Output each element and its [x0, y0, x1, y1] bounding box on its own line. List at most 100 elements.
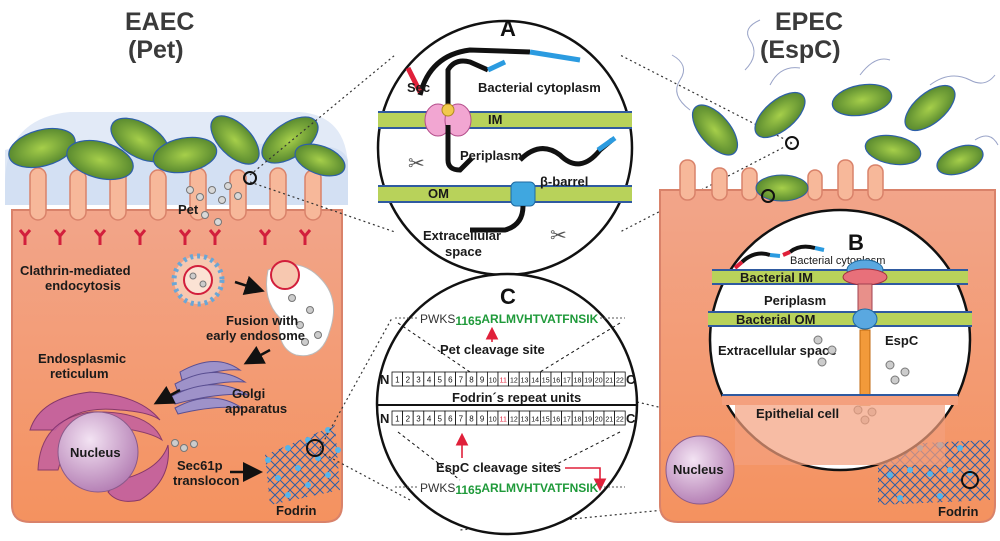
scissors-icon: ✂: [408, 153, 425, 175]
pet-toxins: [186, 182, 242, 226]
golgi-apparatus: [171, 361, 249, 415]
epec-attached-bacterium: [755, 174, 809, 202]
scissors-icon-2: ✂: [550, 225, 567, 247]
repeat-unit-label: 11: [500, 417, 507, 424]
repeat-unit-label: 17: [563, 417, 571, 424]
seq-top-main: ARLMVHTVATFNSIK: [481, 312, 598, 326]
nucleus-left-label: Nucleus: [70, 445, 121, 460]
panel-b-epithelial: Epithelial cell: [756, 406, 839, 421]
repeat-unit-label: 7: [459, 376, 464, 385]
golgi-label-2: apparatus: [225, 401, 287, 416]
arrow-to-golgi: [243, 346, 271, 365]
title-epec: EPEC: [775, 8, 843, 36]
arrow-to-er: [153, 386, 181, 405]
repeat-unit-label: 12: [510, 417, 518, 424]
sec61-label-2: translocon: [173, 473, 240, 488]
sec61-label-1: Sec61p: [177, 458, 223, 473]
receptors: [18, 229, 312, 245]
nucleus-right-label: Nucleus: [673, 462, 724, 477]
er-label-2: reticulum: [50, 366, 109, 381]
repeat-unit-label: 4: [427, 376, 432, 385]
repeat-unit-label: 19: [584, 417, 592, 424]
repeat-unit-label: 6: [448, 415, 453, 424]
title-eaec: EAEC: [125, 8, 194, 36]
repeat-unit-label: 21: [605, 417, 613, 424]
repeat-unit-label: 22: [616, 417, 624, 424]
seq-bottom-main: ARLMVHTVATFNSIK: [481, 481, 598, 495]
eaec-bacteria: [8, 115, 346, 181]
nucleus-right: [665, 435, 735, 505]
epec-microvilli: [679, 159, 884, 201]
repeat-unit-label: 2: [406, 415, 411, 424]
repeat-unit-label: 15: [542, 378, 550, 385]
panel-b: B Bacterial cytoplasm Bacterial IM Perip…: [708, 208, 972, 472]
repeat-unit-label: 13: [521, 417, 529, 424]
fodrin-left-label: Fodrin: [276, 503, 316, 518]
repeat-unit-label: 6: [448, 376, 453, 385]
repeat-unit-label: 18: [574, 417, 582, 424]
panel-c-letter: C: [500, 284, 516, 309]
panel-a-cytoplasm: Bacterial cytoplasm: [478, 80, 601, 95]
panel-a-om: OM: [428, 186, 449, 201]
repeat-unit-box: [614, 410, 626, 426]
panel-a-letter: A: [500, 16, 516, 41]
epec-bacteria: [671, 19, 999, 176]
fusion-label-1: Fusion with: [226, 313, 298, 328]
repeat-unit-label: 8: [469, 415, 474, 424]
repeat-unit-label: 16: [552, 378, 560, 385]
repeat-unit-label: 12: [510, 378, 518, 385]
panel-a-extracellular-1: Extracellular: [423, 228, 501, 243]
er-label-1: Endosplasmic: [38, 351, 126, 366]
early-endosome: [266, 260, 335, 357]
repeat-unit-label: 17: [563, 378, 571, 385]
repeat-unit-label: 10: [489, 378, 497, 385]
panel-a-extracellular-2: space: [445, 244, 482, 259]
panel-a: ✂ ✂ A Sec Bacterial cytoplasm IM Peripla…: [376, 16, 634, 277]
repeat-unit-label: 8: [469, 376, 474, 385]
seq-top-prefix: PWKS: [420, 312, 455, 326]
repeat-unit-label: 3: [416, 415, 421, 424]
zoom-ring-c-left: [306, 439, 324, 457]
repeat-unit-label: 15: [542, 417, 550, 424]
clathrin-label-2: endocytosis: [45, 278, 121, 293]
arrow-to-endosome: [234, 275, 265, 295]
repeat-unit-label: 18: [574, 378, 582, 385]
repeat-unit-label: 13: [521, 378, 529, 385]
repeat-label: Fodrin´s repeat units: [452, 390, 581, 405]
panel-b-espc: EspC: [885, 333, 919, 348]
repeat-unit-label: 22: [616, 378, 624, 385]
panel-b-letter: B: [848, 230, 864, 255]
seq-bottom: PWKS1165ARLMVHTVATFNSIK: [420, 481, 599, 497]
zoom-ring-a: [243, 171, 257, 185]
nucleus-left: [57, 411, 139, 493]
n-label-2: N: [380, 411, 389, 426]
repeat-unit-label: 14: [531, 417, 539, 424]
espc-cleave-arrow-2: [565, 467, 607, 492]
zoom-ring-a-right: [785, 136, 799, 150]
pet-label: Pet: [178, 202, 199, 217]
espc-cleavage-label: EspC cleavage sites: [436, 460, 561, 475]
seq-bottom-prefix: PWKS: [420, 481, 455, 495]
panel-b-extracellular: Extracellular space: [718, 343, 837, 358]
repeat-unit-label: 20: [595, 378, 603, 385]
panel-c: C PWKS1165ARLMVHTVATFNSIK Pet cleavage s…: [375, 272, 639, 536]
repeat-unit-label: 1: [395, 415, 400, 424]
repeat-unit-label: 5: [437, 415, 442, 424]
panel-b-im: Bacterial IM: [740, 270, 813, 285]
panel-a-im: IM: [488, 112, 502, 127]
repeat-unit-label: 16: [552, 417, 560, 424]
repeat-unit-label: 9: [480, 376, 485, 385]
repeat-unit-label: 11: [500, 378, 507, 385]
repeat-unit-label: 3: [416, 376, 421, 385]
repeat-unit-label: 7: [459, 415, 464, 424]
fusion-label-2: early endosome: [206, 328, 305, 343]
repeat-unit-label: 9: [480, 415, 485, 424]
repeat-unit-box: [614, 371, 626, 387]
repeat-unit-label: 21: [605, 378, 613, 385]
repeat-unit-label: 10: [489, 417, 497, 424]
repeat-unit-label: 1: [395, 376, 400, 385]
panel-b-om: Bacterial OM: [736, 312, 815, 327]
